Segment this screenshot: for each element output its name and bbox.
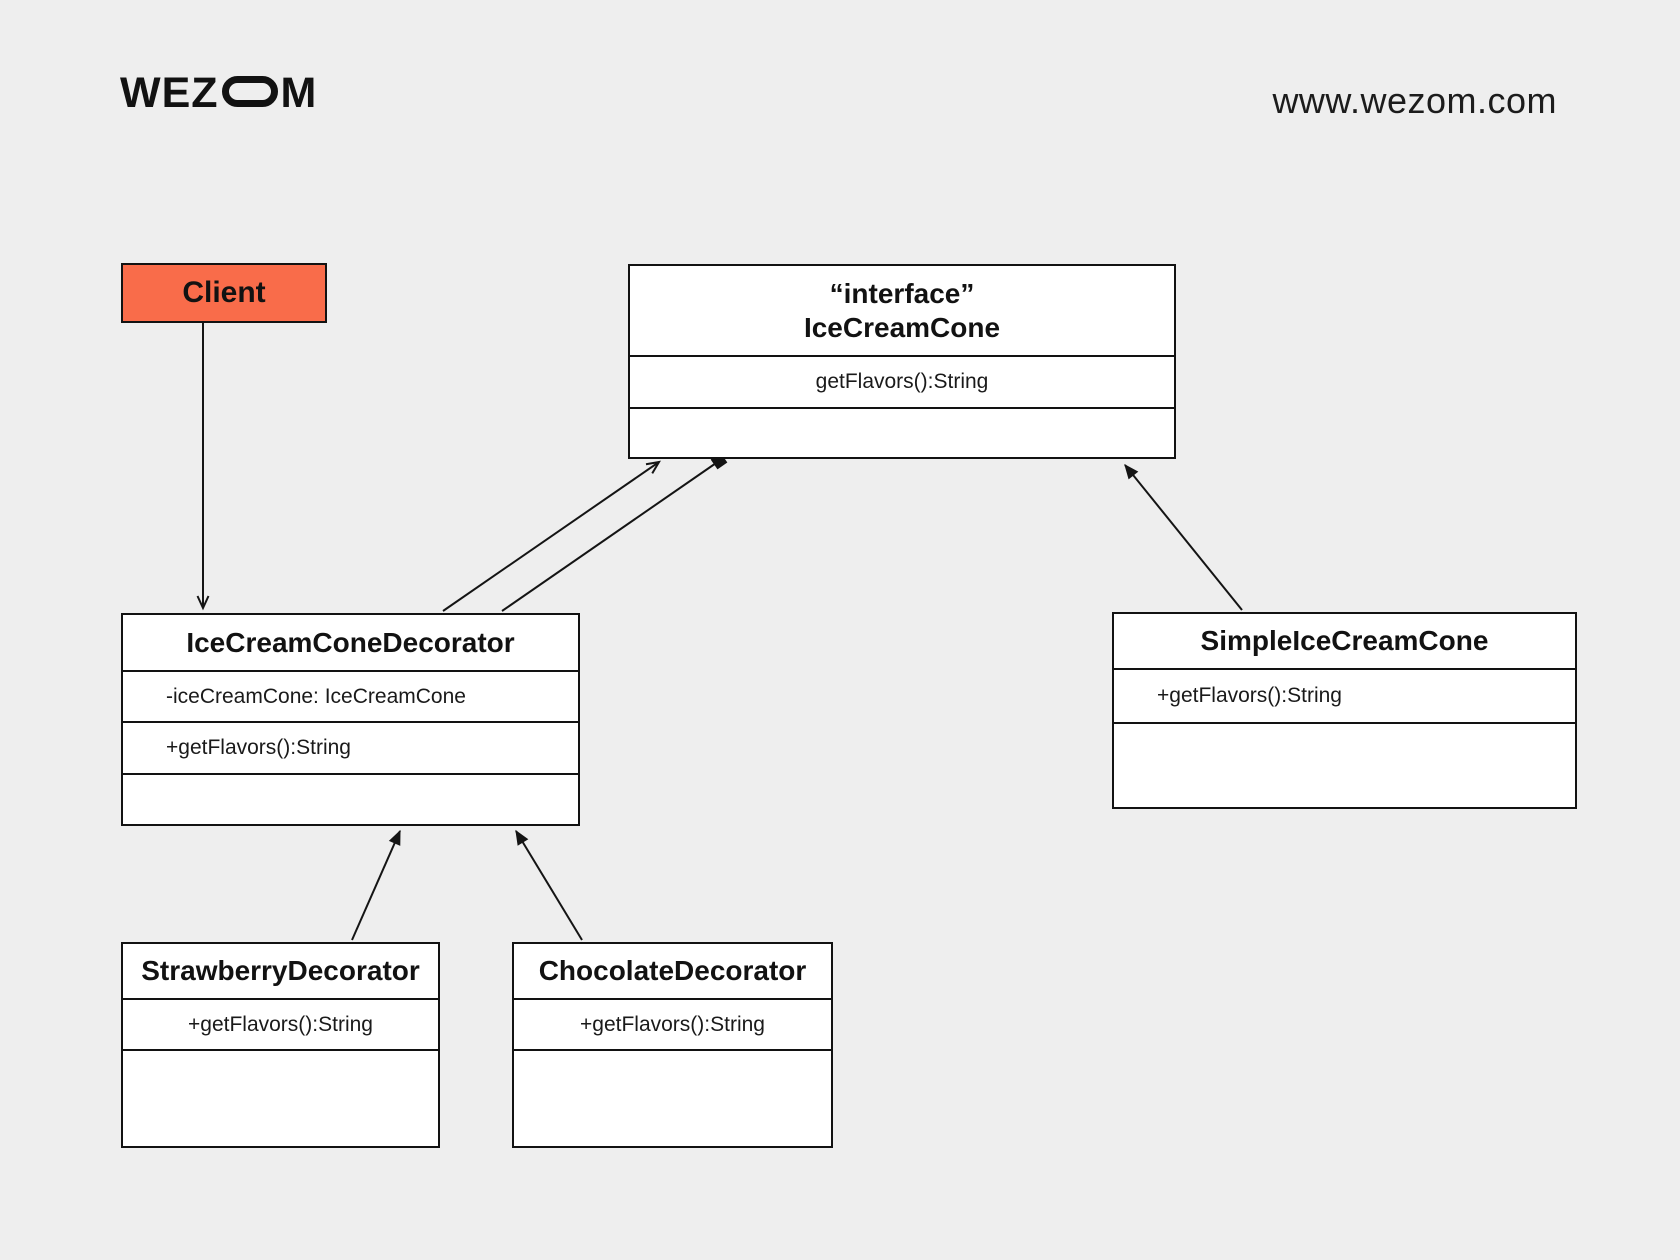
logo-text-pre: WEZ — [120, 69, 219, 117]
strawberrydecorator-box: StrawberryDecorator +getFlavors():String — [121, 942, 440, 1148]
decorator-method: +getFlavors():String — [123, 721, 578, 773]
interface-name: IceCreamCone — [803, 311, 1001, 343]
logo-o-icon — [221, 76, 278, 107]
logo-text-post: M — [280, 69, 318, 117]
decorator-attribute: -iceCreamCone: IceCreamCone — [123, 670, 578, 721]
edge-chocolate-to-decorator — [515, 829, 583, 941]
chocolatedecorator-box: ChocolateDecorator +getFlavors():String — [512, 942, 833, 1148]
interface-title: “interface” IceCreamCone — [630, 266, 1174, 355]
edge-decorator-to-interface-open — [442, 460, 661, 612]
strawberry-title: StrawberryDecorator — [141, 955, 420, 987]
strawberry-method: +getFlavors():String — [123, 998, 438, 1049]
strawberry-empty-compartment — [123, 1049, 438, 1146]
simpleicecreamcone-box: SimpleIceCreamCone +getFlavors():String — [1112, 612, 1577, 809]
edge-strawberry-to-decorator — [351, 829, 401, 941]
edge-simple-to-interface — [1124, 464, 1243, 611]
decorator-empty-compartment — [123, 773, 578, 824]
edge-decorator-to-interface-composition — [501, 452, 728, 612]
simple-method: +getFlavors():String — [1114, 668, 1575, 722]
interface-stereotype: “interface” — [829, 277, 975, 309]
chocolate-title: ChocolateDecorator — [538, 955, 807, 987]
interface-empty-compartment — [630, 407, 1174, 457]
interface-method: getFlavors():String — [630, 355, 1174, 407]
simple-title: SimpleIceCreamCone — [1200, 625, 1489, 657]
chocolate-empty-compartment — [514, 1049, 831, 1146]
chocolate-method: +getFlavors():String — [514, 998, 831, 1049]
client-label: Client — [182, 276, 266, 309]
simple-empty-compartment — [1114, 722, 1575, 807]
interface-icecreamcone-box: “interface” IceCreamCone getFlavors():St… — [628, 264, 1176, 459]
decorator-title: IceCreamConeDecorator — [186, 626, 515, 658]
icecreamconedecorator-box: IceCreamConeDecorator -iceCreamCone: Ice… — [121, 613, 580, 826]
wezom-logo: WEZ M — [120, 72, 317, 115]
client-box: Client — [121, 263, 327, 323]
website-url: www.wezom.com — [1272, 80, 1557, 121]
